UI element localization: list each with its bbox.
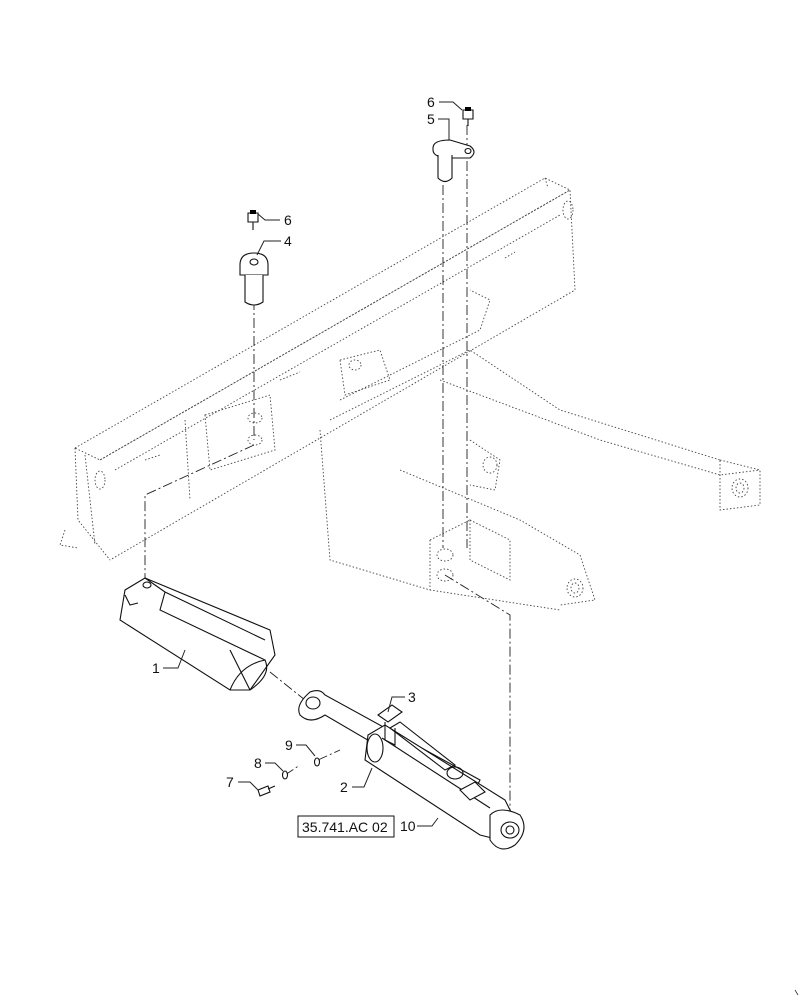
part-8-washer bbox=[281, 770, 289, 780]
callout-5: 5 bbox=[427, 111, 435, 127]
leader-lines bbox=[163, 101, 463, 827]
reference-box[interactable]: 35.741.AC 02 bbox=[297, 815, 395, 838]
part-2-cylinder bbox=[298, 689, 525, 850]
part-6-bolt-a bbox=[247, 210, 259, 230]
part-4-pin bbox=[239, 252, 269, 306]
callout-10: 10 bbox=[400, 818, 416, 834]
reference-box-text[interactable]: 35.741.AC 02 bbox=[302, 819, 388, 835]
callout-8: 8 bbox=[254, 755, 262, 771]
callout-2: 2 bbox=[340, 779, 348, 795]
callout-3: 3 bbox=[408, 689, 416, 705]
part-7-screw bbox=[257, 785, 276, 797]
corner-mark bbox=[794, 989, 799, 996]
part-6-bolt-b bbox=[462, 107, 474, 126]
part-1-guard bbox=[119, 577, 276, 691]
callout-9: 9 bbox=[285, 737, 293, 753]
part-5-pin bbox=[432, 139, 475, 183]
part-9-washer bbox=[313, 757, 321, 767]
callout-4: 4 bbox=[284, 233, 292, 249]
part-3-fitting bbox=[377, 704, 403, 746]
frame-assembly bbox=[59, 177, 761, 611]
callout-labels: 1 2 3 4 5 6 6 7 8 9 10 bbox=[152, 94, 435, 834]
callout-7: 7 bbox=[226, 774, 234, 790]
callout-1: 1 bbox=[152, 660, 160, 676]
center-lines bbox=[144, 125, 511, 825]
callout-6b: 6 bbox=[427, 94, 435, 110]
callout-6a: 6 bbox=[284, 212, 292, 228]
